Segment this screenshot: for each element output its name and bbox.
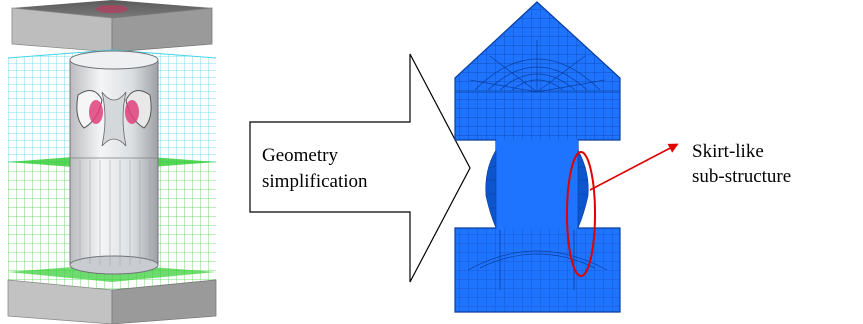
- skirt-callout: [566, 143, 679, 277]
- bottom-block: [7, 279, 217, 324]
- callout-label-line2: sub-structure: [692, 166, 792, 187]
- skirt-mesh: [486, 165, 588, 209]
- full-model-illustration: [7, 0, 217, 324]
- arrow-label-line2: simplification: [262, 171, 368, 192]
- simplified-model-illustration: [454, 1, 621, 313]
- cylinder-body: [69, 50, 159, 275]
- callout-label: Skirt-like sub-structure: [692, 139, 862, 189]
- arrow-label-line1: Geometry: [262, 145, 338, 166]
- callout-label-line1: Skirt-like: [692, 141, 764, 162]
- skirt-highlight-ellipse: [566, 151, 596, 277]
- top-block: [11, 0, 213, 53]
- dome-mesh: [455, 40, 620, 93]
- callout-arrow: [589, 143, 679, 191]
- simplification-arrow: [249, 53, 471, 283]
- arrow-label: Geometry simplification: [262, 143, 412, 195]
